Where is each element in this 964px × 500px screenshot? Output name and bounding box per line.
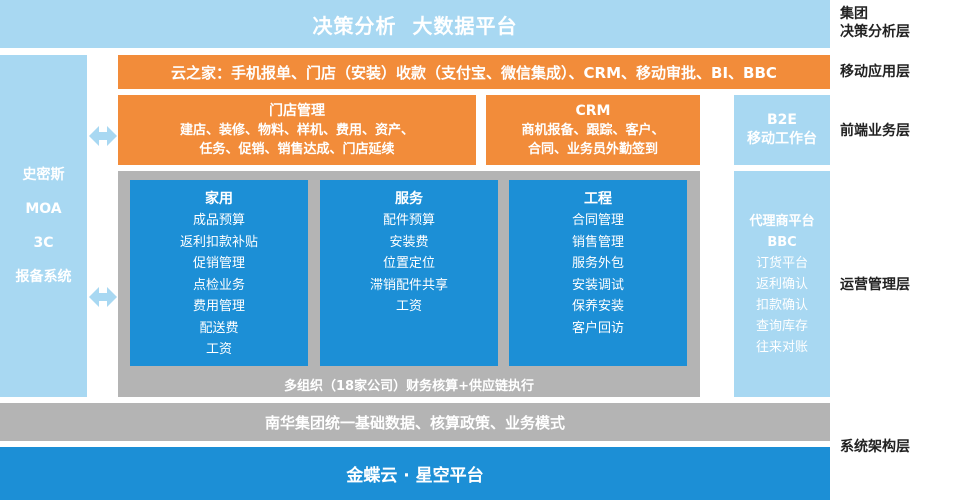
- agent-item: 往来对账: [755, 339, 808, 355]
- store-management-line: 任务、促销、销售达成、门店延续: [199, 141, 395, 157]
- ops-footer-text: 多组织（18家公司）财务核算+供应链执行: [284, 378, 534, 394]
- double-arrow-icon: [89, 126, 117, 146]
- agent-title: 代理商平台: [749, 213, 815, 229]
- b2e-line: B2E: [767, 112, 797, 128]
- platform-bar: 金蝶云 · 星空平台: [0, 447, 830, 500]
- left-systems-panel: 史密斯 MOA 3C 报备系统: [0, 55, 87, 397]
- column-item: 点检业务: [192, 277, 245, 293]
- base-data-text: 南华集团统一基础数据、核算政策、业务模式: [264, 413, 565, 432]
- column-item: 服务外包: [571, 256, 624, 271]
- column-item: 配送费: [199, 320, 239, 336]
- agent-item: 订货平台: [755, 255, 808, 271]
- column-item: 成品预算: [192, 213, 245, 228]
- column-title: 家用: [205, 191, 233, 207]
- column-item: 安装费: [389, 234, 429, 250]
- column-item: 销售管理: [571, 234, 624, 250]
- agent-item: 查询库存: [755, 318, 808, 334]
- left-system-item: 3C: [33, 235, 54, 251]
- layer-label-mobile: 移动应用层: [840, 64, 910, 80]
- column-item: 返利扣款补贴: [179, 234, 258, 250]
- store-management-line: 建店、装修、物料、样机、费用、资产、: [179, 122, 414, 138]
- layer-label-operations: 运营管理层: [840, 277, 910, 293]
- agent-platform-panel: 代理商平台 BBC 订货平台 返利确认 扣款确认 查询库存 往来对账: [734, 171, 830, 397]
- b2e-box: B2E 移动工作台: [734, 95, 830, 165]
- crm-line: 合同、业务员外勤签到: [527, 141, 658, 157]
- left-system-item: MOA: [25, 201, 62, 217]
- base-data-bar: 南华集团统一基础数据、核算政策、业务模式: [0, 403, 830, 441]
- layer-label-architecture: 系统架构层: [840, 439, 910, 455]
- layer-label-line: 集团: [840, 6, 868, 22]
- mobile-app-bar: 云之家：手机报单、门店（安装）收款（支付宝、微信集成）、CRM、移动审批、BI、…: [118, 55, 830, 89]
- layer-label-line: 决策分析层: [840, 24, 910, 40]
- decision-analysis-banner: 决策分析 大数据平台: [0, 0, 830, 48]
- agent-title: BBC: [767, 234, 797, 250]
- column-item: 安装调试: [571, 277, 624, 293]
- ops-footer: 多组织（18家公司）财务核算+供应链执行: [118, 373, 700, 395]
- column-item: 工资: [395, 299, 422, 314]
- left-system-item: 报备系统: [15, 269, 72, 285]
- service-column: 服务 配件预算 安装费 位置定位 滞销配件共享 工资: [320, 180, 498, 366]
- column-item: 费用管理: [192, 299, 245, 314]
- column-item: 客户回访: [571, 320, 624, 336]
- column-title: 工程: [584, 191, 612, 207]
- crm-line: 商机报备、跟踪、客户、: [521, 122, 665, 138]
- banner-title: 决策分析 大数据平台: [312, 13, 518, 38]
- mobile-app-text: 云之家：手机报单、门店（安装）收款（支付宝、微信集成）、CRM、移动审批、BI、…: [171, 63, 777, 82]
- engineering-column: 工程 合同管理 销售管理 服务外包 安装调试 保养安装 客户回访: [509, 180, 687, 366]
- column-title: 服务: [395, 191, 423, 207]
- left-system-item: 史密斯: [22, 167, 65, 183]
- store-management-title: 门店管理: [269, 102, 325, 119]
- platform-text: 金蝶云 · 星空平台: [346, 466, 484, 486]
- home-column: 家用 成品预算 返利扣款补贴 促销管理 点检业务 费用管理 配送费 工资: [130, 180, 308, 366]
- crm-box: CRM 商机报备、跟踪、客户、 合同、业务员外勤签到: [486, 95, 700, 165]
- column-item: 保养安装: [571, 299, 624, 314]
- column-item: 配件预算: [382, 213, 435, 228]
- column-item: 合同管理: [571, 213, 624, 228]
- column-item: 工资: [205, 342, 232, 357]
- double-arrow-icon: [89, 287, 117, 307]
- layer-label-decision: 集团 决策分析层: [840, 5, 964, 41]
- agent-item: 扣款确认: [755, 297, 808, 313]
- column-item: 促销管理: [192, 256, 245, 271]
- layer-label-frontend: 前端业务层: [840, 123, 910, 139]
- crm-title: CRM: [575, 102, 611, 119]
- b2e-line: 移动工作台: [747, 131, 817, 147]
- column-item: 滞销配件共享: [369, 277, 448, 293]
- agent-item: 返利确认: [755, 276, 808, 292]
- store-management-box: 门店管理 建店、装修、物料、样机、费用、资产、 任务、促销、销售达成、门店延续: [118, 95, 476, 165]
- column-item: 位置定位: [382, 256, 435, 271]
